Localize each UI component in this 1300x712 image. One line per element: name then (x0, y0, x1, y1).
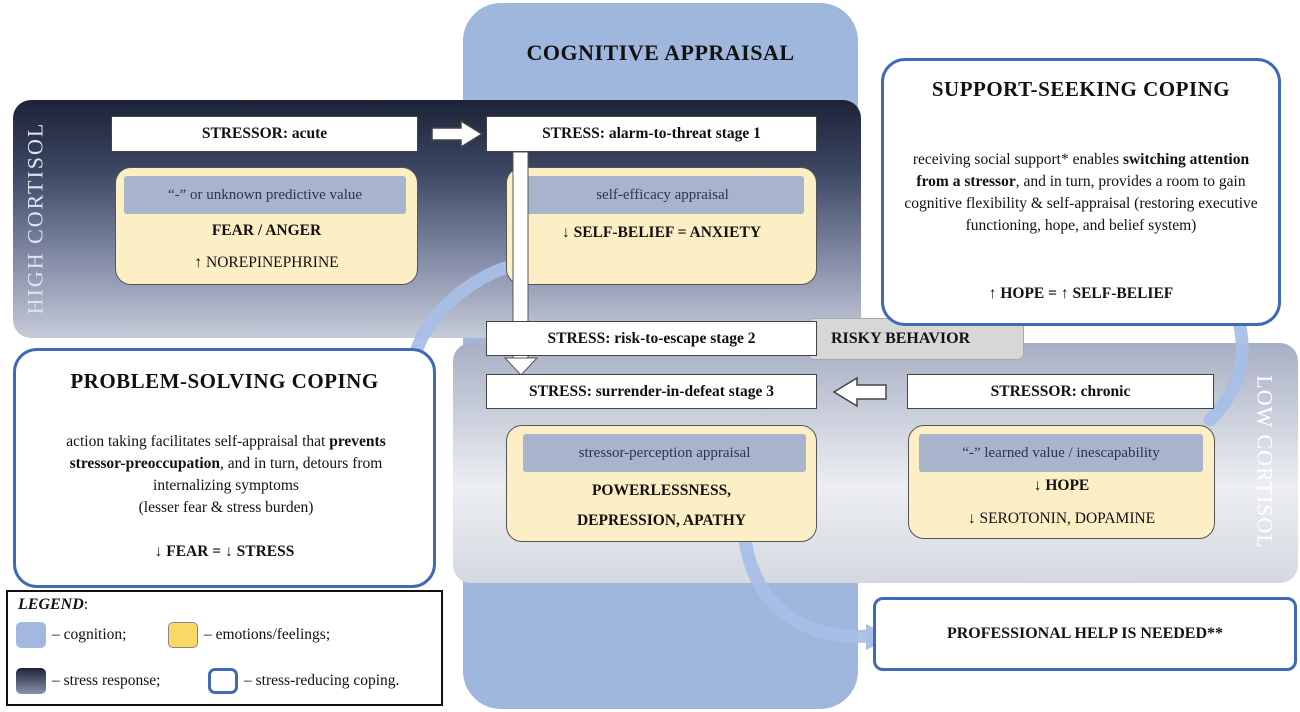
stressor-acute-box: STRESSOR: acute (111, 116, 418, 152)
problem-solving-title: PROBLEM-SOLVING COPING (70, 369, 379, 393)
legend-swatch-cognition (16, 622, 46, 648)
support-seeking-title: SUPPORT-SEEKING COPING (931, 77, 1231, 101)
norepinephrine-text: ↑ NOREPINEPHRINE (194, 254, 339, 271)
legend-item-coping: – stress-reducing coping. (208, 668, 399, 694)
hope-text: ↓ HOPE (1033, 477, 1090, 494)
stressor-chronic-box: STRESSOR: chronic (907, 374, 1214, 409)
cognitive-appraisal-title: COGNITIVE APPRAISAL (526, 40, 795, 65)
professional-help-text: PROFESSIONAL HELP IS NEEDED** (946, 625, 1224, 642)
stress-stage3-box: STRESS: surrender-in-defeat stage 3 (486, 374, 817, 409)
support-seeking-description: receiving social support* enables switch… (904, 151, 1258, 234)
legend-swatch-coping (208, 668, 238, 694)
support-seeking-coping-box: SUPPORT-SEEKING COPING receiving social … (881, 58, 1281, 326)
powerlessness-text: POWERLESSNESS, (591, 482, 732, 499)
stress-stage1-box: STRESS: alarm-to-threat stage 1 (486, 116, 817, 152)
stress-stage2-box: STRESS: risk-to-escape stage 2 (486, 321, 817, 356)
depression-apathy-text: DEPRESSION, APATHY (576, 512, 747, 529)
support-seeking-result: ↑ HOPE = ↑ SELF-BELIEF (988, 285, 1174, 302)
legend-item-cognition: – cognition; (16, 622, 126, 648)
arrow-acute-to-stage1 (431, 119, 484, 149)
legend-swatch-emotions (168, 622, 198, 648)
curve-arrow-to-professional-help (738, 533, 877, 643)
problem-solving-result: ↓ FEAR = ↓ STRESS (154, 543, 295, 560)
problem-solving-description: action taking facilitates self-appraisal… (66, 433, 386, 516)
serotonin-dopamine-text: ↓ SEROTONIN, DOPAMINE (967, 510, 1156, 527)
appraisal-label: stressor-perception appraisal (523, 434, 806, 472)
anxiety-box: self-efficacy appraisal ↓ SELF-BELIEF = … (506, 167, 817, 285)
fear-anger-box: “-” or unknown predictive value FEAR / A… (115, 167, 418, 285)
appraisal-label: “-” or unknown predictive value (124, 176, 406, 214)
appraisal-label: self-efficacy appraisal (521, 176, 804, 214)
powerlessness-box: stressor-perception appraisal POWERLESSN… (506, 425, 817, 542)
arrow-chronic-to-stage3 (832, 376, 887, 408)
legend-swatch-stress-response (16, 668, 46, 694)
anxiety-text: ↓ SELF-BELIEF = ANXIETY (561, 224, 762, 241)
professional-help-box: PROFESSIONAL HELP IS NEEDED** (873, 597, 1297, 671)
appraisal-label: “-” learned value / inescapability (919, 434, 1203, 472)
problem-solving-coping-box: PROBLEM-SOLVING COPING action taking fac… (13, 348, 436, 588)
legend-title: LEGEND: (18, 596, 89, 613)
legend: LEGEND: – cognition; – emotions/feelings… (6, 590, 443, 706)
hope-box: “-” learned value / inescapability ↓ HOP… (908, 425, 1215, 539)
legend-item-stress-response: – stress response; (16, 668, 161, 694)
fear-anger-text: FEAR / ANGER (211, 222, 322, 239)
legend-item-emotions: – emotions/feelings; (168, 622, 330, 648)
